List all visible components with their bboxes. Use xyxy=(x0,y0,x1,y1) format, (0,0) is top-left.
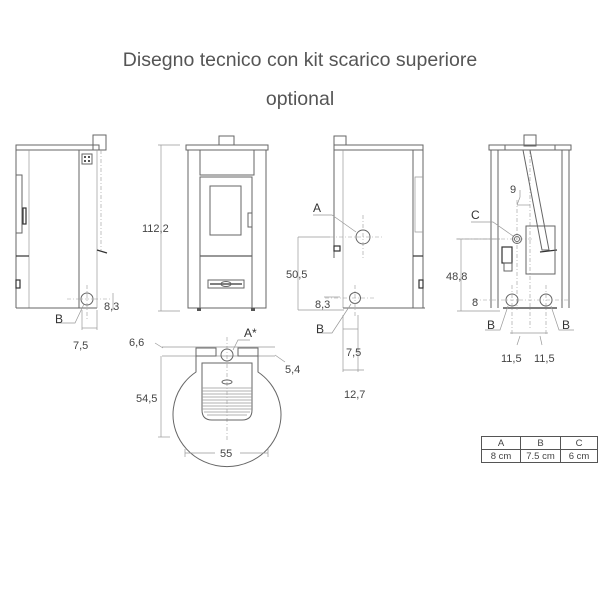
front-view: 112,2 xyxy=(142,135,269,312)
dim-rear-c-height: 48,8 xyxy=(446,271,467,283)
top-view: 6,6 5,4 54,5 A* 55 xyxy=(129,326,300,467)
dim-top-width: 55 xyxy=(220,448,232,460)
legend-value-c: 6 cm xyxy=(560,449,598,463)
diagram-title: Disegno tecnico con kit scarico superior… xyxy=(122,49,478,71)
rear-view: C 9 48,8 8 B B 11,5 11,5 xyxy=(446,134,574,365)
dim-left-outlet-height: 8,3 xyxy=(104,301,119,313)
outlet-diameter-legend: A B C 8 cm 7.5 cm 6 cm xyxy=(481,436,598,463)
diagram-subtitle: optional xyxy=(265,88,335,110)
dim-left-outlet-offset: 7,5 xyxy=(73,340,88,352)
legend-header-a: A xyxy=(481,436,521,450)
dim-right-a-height: 50,5 xyxy=(286,269,307,281)
dim-right-b-offset: 7,5 xyxy=(346,347,361,359)
label-a-right: A xyxy=(313,201,321,215)
dim-rear-b-height: 8 xyxy=(472,297,478,309)
legend-header-c: C xyxy=(560,436,598,450)
dim-right-depth-offset: 12,7 xyxy=(344,389,365,401)
label-c-rear: C xyxy=(471,208,480,222)
dim-top-offset: 6,6 xyxy=(129,337,144,349)
dim-rear-c-offset: 9 xyxy=(510,184,516,196)
dim-rear-b-right-offset: 11,5 xyxy=(534,353,555,365)
dim-front-height: 112,2 xyxy=(142,223,169,235)
label-a-star: A* xyxy=(244,326,257,340)
legend-value-a: 8 cm xyxy=(481,449,521,463)
label-b-right: B xyxy=(316,322,324,336)
dim-right-b-height: 8,3 xyxy=(315,299,330,311)
legend-header-b: B xyxy=(520,436,561,450)
label-b-left: B xyxy=(55,312,63,326)
dim-top-depth: 54,5 xyxy=(136,393,157,405)
label-b-rear-left: B xyxy=(487,318,495,332)
legend-header-row: A B C xyxy=(481,436,598,450)
legend-value-row: 8 cm 7.5 cm 6 cm xyxy=(481,449,598,463)
label-b-rear-right: B xyxy=(562,318,570,332)
dim-rear-b-left-offset: 11,5 xyxy=(501,353,522,365)
side-view-left: 8,3 7,5 B xyxy=(15,134,119,352)
side-view-right: A 50,5 8,3 B 7,5 12,7 xyxy=(286,135,425,401)
dim-top-right-offset: 5,4 xyxy=(285,364,300,376)
legend-value-b: 7.5 cm xyxy=(520,449,561,463)
